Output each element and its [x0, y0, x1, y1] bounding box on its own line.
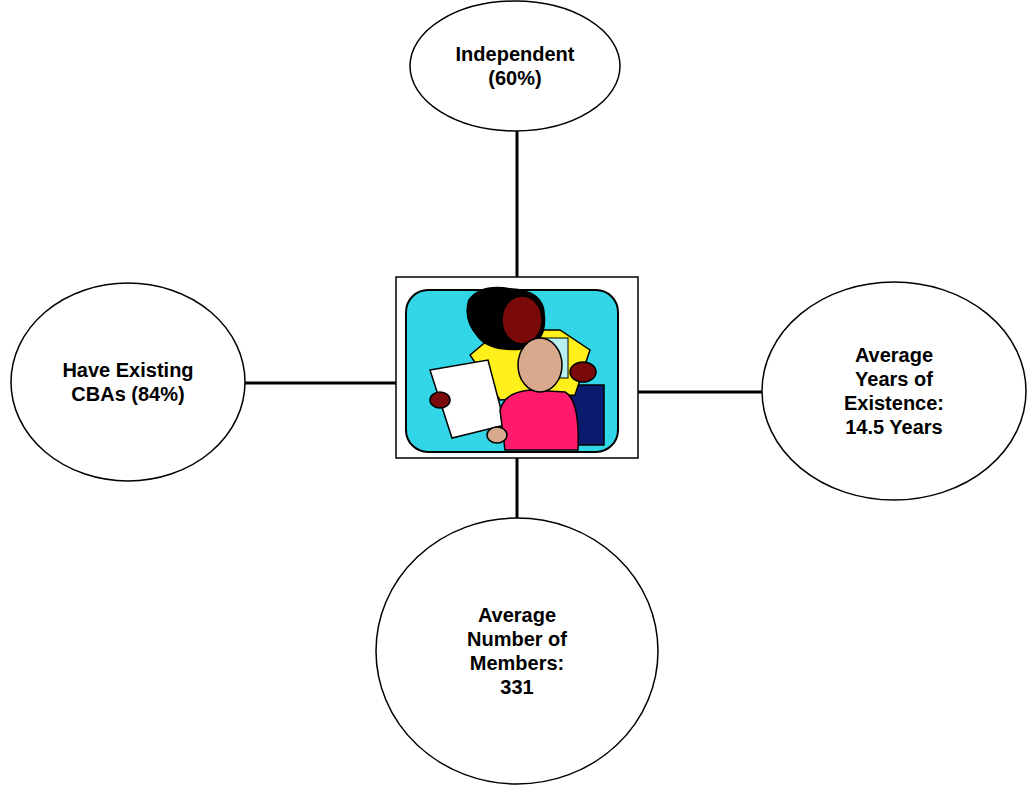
ellipse-shape	[410, 1, 620, 131]
node-label: Average Years of Existence: 14.5 Years	[835, 343, 953, 439]
ellipse-outline	[761, 281, 1027, 501]
ellipse-shape	[762, 282, 1026, 500]
ellipse-shape	[376, 518, 658, 784]
picture-frame	[396, 277, 638, 458]
info-ellipse: Have Existing CBAs (84%)	[10, 282, 246, 482]
ellipse-outline	[375, 517, 659, 785]
ellipse-outline	[409, 0, 621, 132]
paper	[430, 360, 505, 438]
ellipse-outline	[10, 282, 246, 482]
hand	[570, 362, 596, 382]
woman-face	[502, 296, 542, 344]
node-label: Have Existing CBAs (84%)	[53, 358, 203, 406]
info-ellipse: Independent (60%)	[409, 0, 621, 132]
child-body	[500, 390, 578, 450]
child-hand	[487, 427, 507, 443]
picture-background	[406, 290, 618, 452]
hand	[430, 392, 450, 408]
info-ellipse: Average Years of Existence: 14.5 Years	[761, 281, 1027, 501]
clipart-picture	[396, 277, 638, 458]
node-label: Average Number of Members: 331	[458, 603, 576, 699]
ellipse-shape	[11, 283, 245, 481]
info-ellipse: Average Number of Members: 331	[375, 517, 659, 785]
child-head	[518, 338, 562, 392]
node-label: Independent (60%)	[450, 42, 580, 90]
